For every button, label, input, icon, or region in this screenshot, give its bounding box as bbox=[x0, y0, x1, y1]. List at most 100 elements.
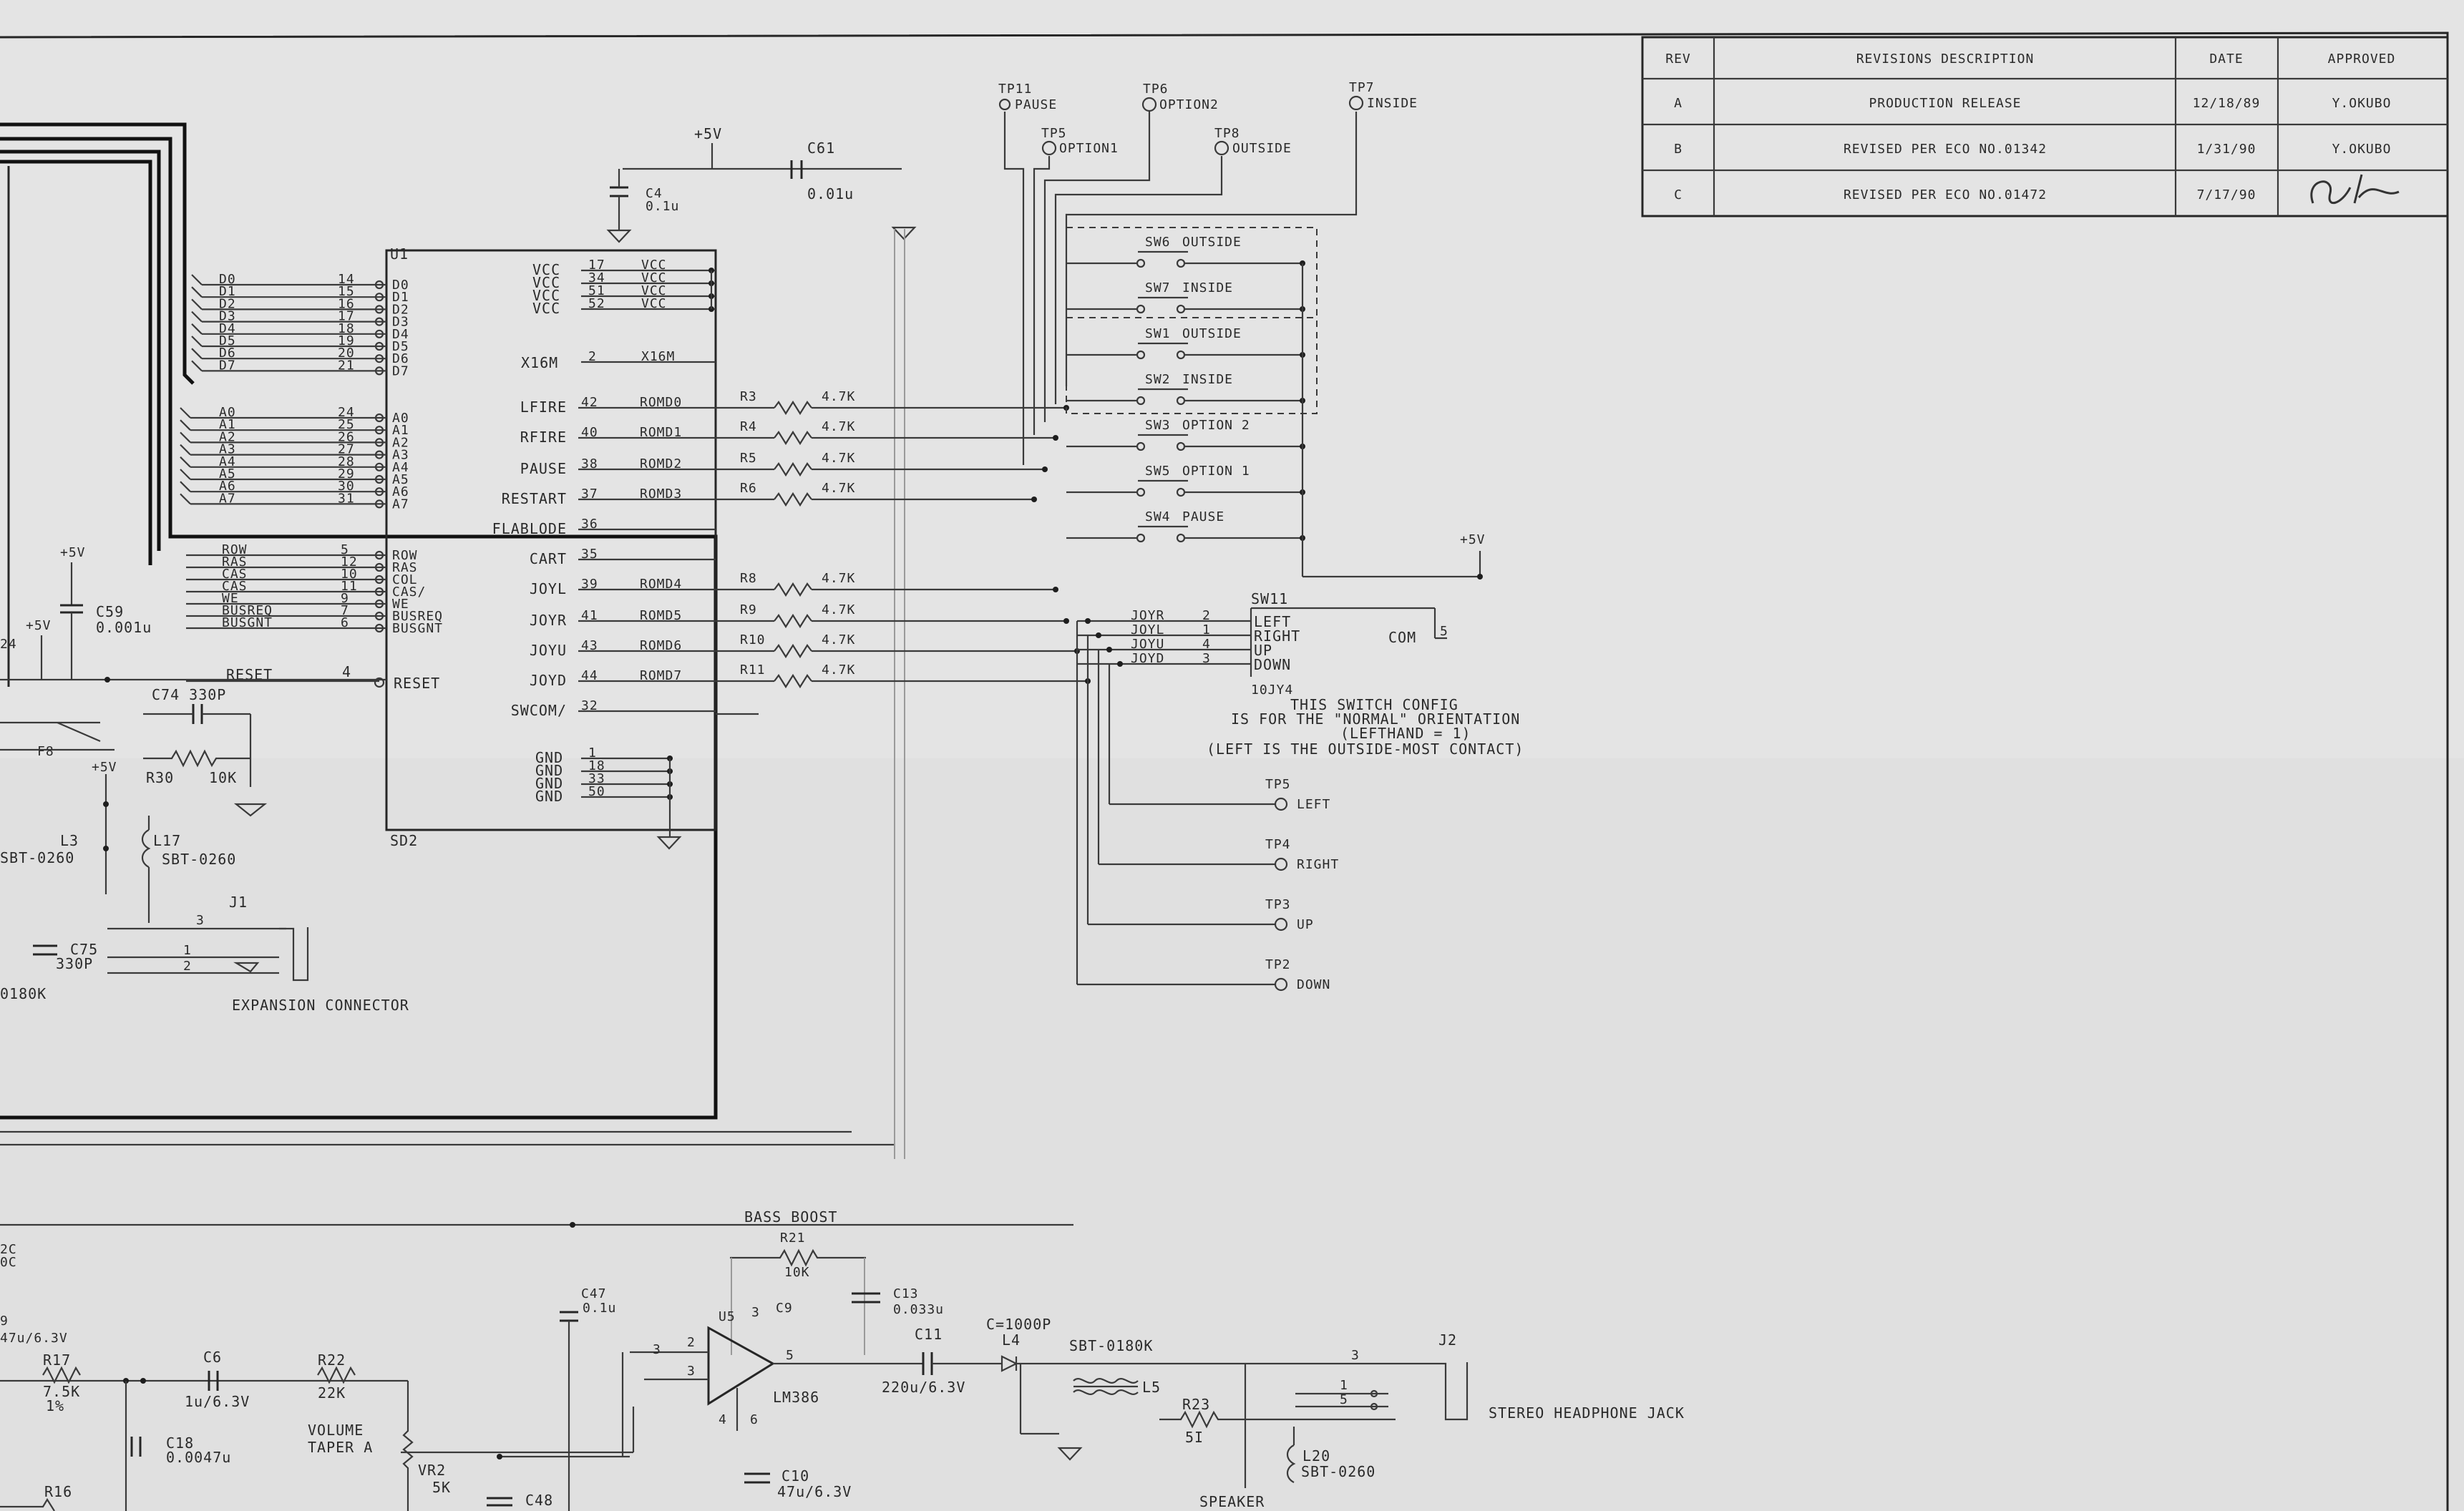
u1-signal-name: PAUSE bbox=[520, 460, 567, 477]
u1-left-pin-name: A0 bbox=[219, 405, 236, 420]
note-line-1: THIS SWITCH CONFIG bbox=[1290, 696, 1459, 713]
u1-right-pin-name: A6 bbox=[392, 484, 409, 499]
c61-value: 0.01u bbox=[807, 185, 854, 202]
l3-ref: L3 bbox=[60, 832, 79, 849]
u1-signal-name: JOYD bbox=[530, 672, 567, 689]
x16m-pin-name: X16M bbox=[521, 354, 558, 371]
u1-left-pin-name: D2 bbox=[219, 296, 236, 311]
com-label: COM bbox=[1388, 629, 1416, 646]
resistor-ref: R4 bbox=[740, 419, 757, 434]
left-value-a: 2C bbox=[0, 1242, 17, 1257]
gnd-pin-name: GND bbox=[535, 775, 563, 792]
u1-ctrl-out: CAS/ bbox=[392, 585, 426, 600]
pin-bubble bbox=[374, 487, 384, 497]
tp8-label: OUTSIDE bbox=[1232, 141, 1292, 156]
vcc-label-left-3: +5V bbox=[92, 760, 117, 775]
bus-entry bbox=[191, 274, 203, 285]
reset-label-right: RESET bbox=[394, 675, 440, 692]
u1-signal-name: LFIRE bbox=[520, 398, 567, 416]
u1-right-pin-name: D7 bbox=[392, 363, 409, 378]
u1-ctrl-pin: 10 bbox=[341, 567, 358, 582]
vcc-pin-name: VCC bbox=[532, 300, 560, 317]
u1-left-pin-number: 28 bbox=[338, 454, 355, 469]
bus-entry bbox=[191, 310, 203, 323]
u1-left-pin-name: D3 bbox=[219, 309, 236, 324]
rom-net-label: ROMD6 bbox=[640, 638, 682, 653]
j2-pin-5: 5 bbox=[1340, 1392, 1348, 1407]
vcc-pin-name: VCC bbox=[532, 274, 560, 291]
pin-bubble bbox=[374, 354, 384, 363]
r17-tolerance: 1% bbox=[46, 1397, 64, 1414]
note-line-4: (LEFT IS THE OUTSIDE-MOST CONTACT) bbox=[1207, 740, 1524, 758]
u1-left-pin-name: A3 bbox=[219, 442, 236, 457]
junction-dot bbox=[1117, 661, 1123, 667]
switch-label: OPTION 2 bbox=[1182, 418, 1250, 433]
rom-net-label: ROMD1 bbox=[640, 425, 682, 440]
c47-value: 0.1u bbox=[583, 1301, 616, 1316]
gnd-pin-name: GND bbox=[535, 788, 563, 805]
rom-net-label: ROMD0 bbox=[640, 395, 682, 410]
u1-ctrl-out: RAS bbox=[392, 560, 418, 575]
amp-pin-4: 4 bbox=[719, 1412, 727, 1427]
lm386-amplifier bbox=[707, 1326, 775, 1406]
switch-contact bbox=[1176, 533, 1186, 543]
u1-ctrl-out: COL bbox=[392, 572, 418, 587]
c13-ref: C13 bbox=[893, 1286, 919, 1301]
rev-a-approved: Y.OKUBO bbox=[2332, 96, 2392, 111]
vcc-pin-number: 52 bbox=[588, 296, 605, 311]
switch-ref: SW3 bbox=[1145, 418, 1171, 433]
bus-entry bbox=[180, 481, 191, 492]
u1-signal-pin: 35 bbox=[581, 547, 598, 562]
tp6-label: OPTION2 bbox=[1159, 97, 1219, 112]
paper-shade bbox=[0, 758, 2464, 1511]
joy-direction: LEFT bbox=[1254, 613, 1291, 630]
resistor-zigzag bbox=[774, 673, 812, 689]
switch-bank-outline bbox=[1066, 227, 1318, 414]
pin-bubble bbox=[374, 450, 384, 459]
c61-ref: C61 bbox=[807, 140, 835, 157]
rom-net-label: ROMD3 bbox=[640, 486, 682, 502]
c74-ref: C74 330P bbox=[152, 686, 226, 703]
c11-ref: C11 bbox=[915, 1326, 943, 1343]
resistor-value: 4.7K bbox=[822, 602, 855, 617]
c6-ref: C6 bbox=[203, 1349, 222, 1366]
c59-ref: C59 bbox=[96, 603, 124, 620]
tp-circle bbox=[1274, 977, 1288, 992]
u1-right-pin-name: A3 bbox=[392, 448, 409, 463]
tp5-label: OPTION1 bbox=[1059, 141, 1119, 156]
u1-ctrl-pin: 6 bbox=[341, 615, 349, 630]
u1-right-pin-name: D6 bbox=[392, 351, 409, 366]
u1-left-pin-number: 29 bbox=[338, 466, 355, 481]
pin-bubble bbox=[374, 462, 384, 471]
vcc-pin-number: 17 bbox=[588, 258, 605, 273]
switch-contact bbox=[1176, 396, 1186, 406]
joy-direction: UP bbox=[1254, 642, 1272, 659]
u1-ctrl-name: RAS bbox=[222, 554, 248, 569]
gnd-pin-number: 50 bbox=[588, 784, 605, 799]
left-value-d: 47u/6.3V bbox=[0, 1331, 68, 1346]
pin-bubble bbox=[374, 293, 384, 302]
c47-ref: C47 bbox=[581, 1286, 607, 1301]
u1-ctrl-name: CAS bbox=[222, 567, 248, 582]
switch-label: OUTSIDE bbox=[1182, 326, 1242, 341]
tp-ref: TP4 bbox=[1265, 837, 1291, 852]
u1-right-pin-name: A1 bbox=[392, 423, 409, 438]
u1-ctrl-out: BUSREQ bbox=[392, 609, 443, 624]
u1-signal-name: CART bbox=[530, 550, 567, 567]
u1-signal-name: SWCOM/ bbox=[511, 702, 567, 719]
u1-signal-pin: 32 bbox=[581, 698, 598, 713]
j2-ref: J2 bbox=[1438, 1331, 1457, 1349]
tp-circle bbox=[1274, 917, 1288, 931]
ground-symbol-c4 bbox=[606, 229, 632, 243]
bus-entry bbox=[180, 444, 191, 456]
resistor-ref: R6 bbox=[740, 481, 757, 496]
pin-bubble bbox=[374, 413, 384, 423]
tp-circle bbox=[1274, 857, 1288, 871]
u1-left-pin-number: 16 bbox=[338, 296, 355, 311]
u1-ctrl-name: CAS bbox=[222, 579, 248, 594]
u1-left-pin-name: D0 bbox=[219, 272, 236, 287]
switch-contact bbox=[1176, 441, 1186, 451]
resistor-value: 4.7K bbox=[822, 632, 855, 647]
